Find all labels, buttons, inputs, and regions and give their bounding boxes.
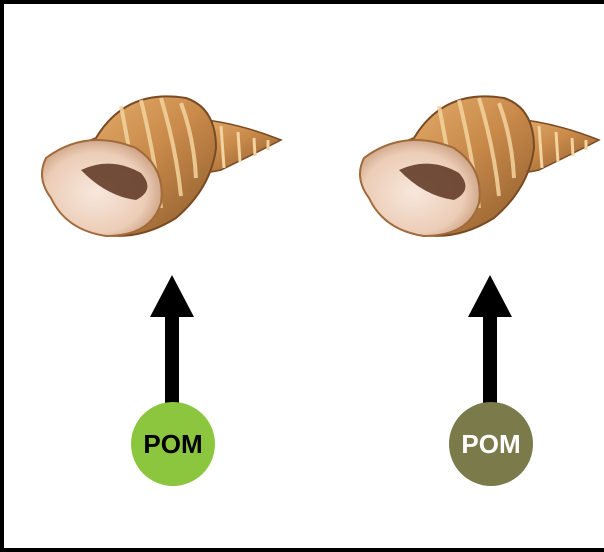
- panel-right: POM: [318, 0, 604, 552]
- whelk-shell-icon: [26, 78, 286, 248]
- up-arrow-icon: [468, 275, 512, 415]
- pom-label-left: POM: [143, 429, 202, 460]
- whelk-shell-icon: [344, 78, 604, 248]
- pom-circle-left: POM: [131, 402, 215, 486]
- pom-circle-right: POM: [449, 402, 533, 486]
- up-arrow-icon: [150, 275, 194, 415]
- pom-label-right: POM: [461, 429, 520, 460]
- panel-left: POM: [0, 0, 302, 552]
